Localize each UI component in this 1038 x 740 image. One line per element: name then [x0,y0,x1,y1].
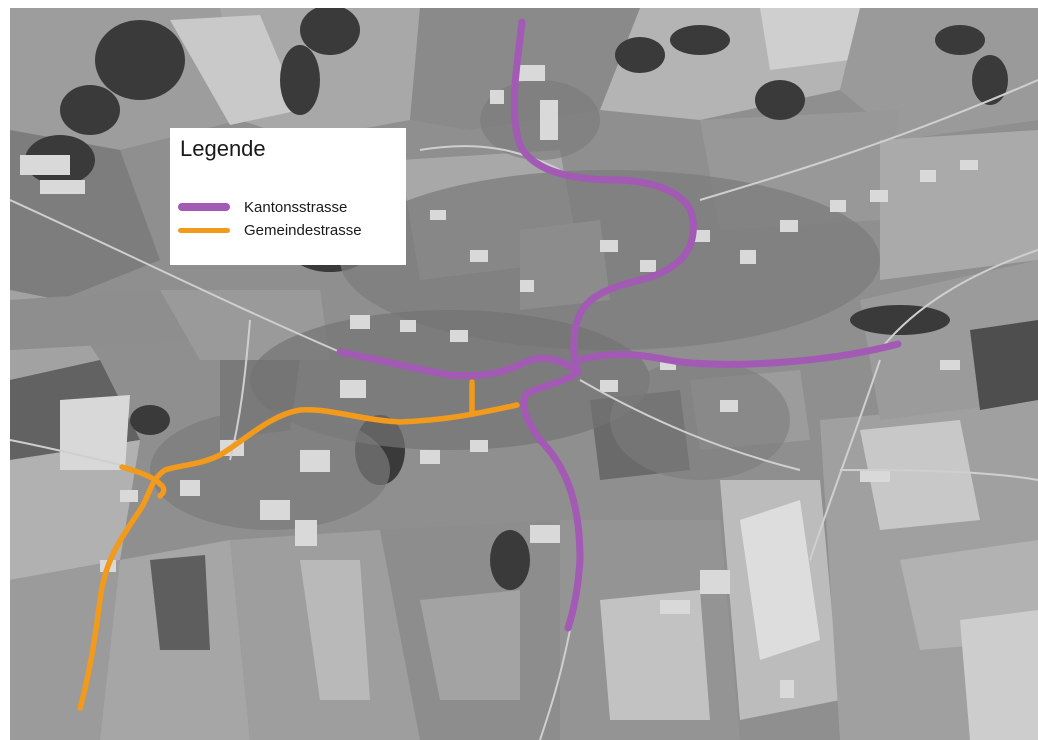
legend-item-kantonsstrasse: Kantonsstrasse [178,197,347,217]
kantonsstrasse-north [510,18,697,376]
kantonsstrasse-south [520,368,584,632]
legend-label-gemeindestrasse: Gemeindestrasse [244,221,362,239]
gemeindestrasse-layer [77,379,520,711]
aerial-map [10,8,1038,740]
line-swatch-thick-icon [178,203,230,211]
buildings-layer [20,65,978,698]
fields-layer [10,8,1038,740]
gemeindestrasse-main [77,402,520,711]
legend-title: Legende [180,136,266,161]
gemeindestrasse-west-arm [119,464,167,499]
line-swatch-icon [178,227,230,233]
map-view[interactable]: Legende Kantonsstrasse Gemeindestrasse [10,8,1038,740]
legend-label-kantonsstrasse: Kantonsstrasse [244,198,348,216]
kantonsstrasse-east [574,340,902,368]
legend-item-gemeindestrasse: Gemeindestrasse [178,220,362,240]
kantonsstrasse-layer [336,18,902,632]
kantonsstrasse-west [336,348,582,380]
map-legend: Legende Kantonsstrasse Gemeindestrasse [170,128,406,265]
